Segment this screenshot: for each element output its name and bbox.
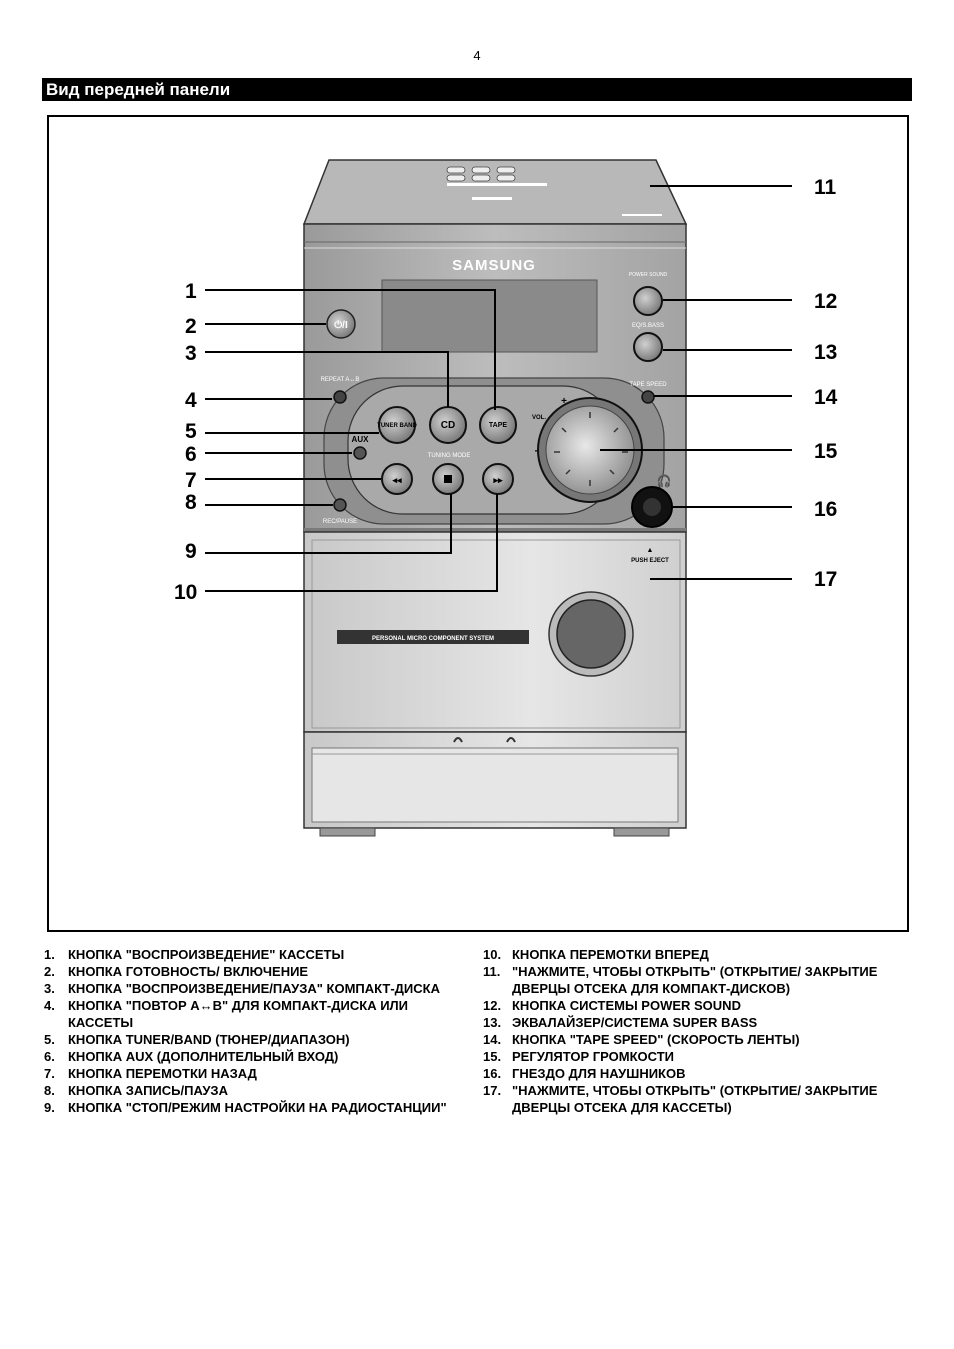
legend-item: 12.КНОПКА СИСТЕМЫ POWER SOUND [483, 998, 741, 1013]
callout-11: 11 [814, 176, 837, 199]
callout-13: 13 [814, 341, 837, 364]
stop-button[interactable] [432, 463, 464, 495]
callout-2: 2 [185, 315, 197, 338]
front-panel-diagram: SAMSUNG ⏻/I REPEAT A↔B AUX REC/PAUSE TUN… [174, 159, 838, 837]
cd-lid[interactable] [302, 159, 688, 225]
component-system-label: PERSONAL MICRO COMPONENT SYSTEM [372, 636, 494, 642]
callout-12: 12 [814, 290, 837, 313]
svg-text:CD: CD [441, 420, 455, 431]
legend-item: 17."НАЖМИТЕ, ЧТОБЫ ОТКРЫТЬ" (ОТКРЫТИЕ/ З… [483, 1083, 878, 1115]
svg-text:⏻/I: ⏻/I [334, 319, 348, 331]
tuning-mode-label: TUNING MODE [428, 453, 471, 459]
callout-14: 14 [814, 386, 838, 409]
callout-1: 1 [185, 280, 197, 303]
legend-item: 9.КНОПКА "СТОП/РЕЖИМ НАСТРОЙКИ НА РАДИОС… [44, 1100, 447, 1115]
standby-button[interactable]: ⏻/I [326, 309, 356, 339]
legend-item: 5.КНОПКА TUNER/BAND (ТЮНЕР/ДИАПАЗОН) [44, 1032, 350, 1047]
svg-text:TAPE: TAPE [489, 422, 507, 429]
legend-left: 1.КНОПКА "ВОСПРОИЗВЕДЕНИЕ" КАССЕТЫ 2.КНО… [44, 946, 464, 1116]
brand-logo: SAMSUNG [452, 257, 536, 274]
rec-pause-label: REC/PAUSE [323, 519, 357, 525]
tape-button[interactable]: TAPE [479, 406, 517, 444]
callout-7: 7 [185, 469, 197, 492]
cassette-window [556, 599, 626, 669]
legend-item: 13.ЭКВАЛАЙЗЕР/СИСТЕМА SUPER BASS [483, 1015, 758, 1030]
callout-17: 17 [814, 568, 837, 591]
rec-pause-button[interactable] [333, 498, 347, 512]
aux-label: AUX [352, 435, 370, 444]
svg-text:TUNER BAND: TUNER BAND [377, 423, 417, 429]
callout-4: 4 [185, 389, 197, 412]
headphone-icon: 🎧 [657, 474, 672, 488]
tuner-band-button[interactable]: TUNER BAND [377, 406, 417, 444]
svg-text:▲: ▲ [647, 547, 654, 554]
figure-frame: SAMSUNG ⏻/I REPEAT A↔B AUX REC/PAUSE TUN… [47, 115, 909, 932]
repeat-button[interactable] [333, 390, 347, 404]
legend-item: 7.КНОПКА ПЕРЕМОТКИ НАЗАД [44, 1066, 257, 1081]
eq-sbass-button[interactable] [633, 332, 663, 362]
callout-15: 15 [814, 440, 838, 463]
cassette-compartment[interactable]: ▲ PUSH EJECT PERSONAL MICRO COMPONENT SY… [303, 531, 687, 733]
push-eject-label: PUSH EJECT [631, 558, 669, 564]
vol-label: VOL. [532, 415, 546, 421]
legend-item: 14.КНОПКА "TAPE SPEED" (СКОРОСТЬ ЛЕНТЫ) [483, 1032, 800, 1047]
svg-text:+: + [561, 396, 567, 407]
legend-right: 10.КНОПКА ПЕРЕМОТКИ ВПЕРЕД 11."НАЖМИТЕ, … [483, 946, 923, 1116]
callout-lines [205, 185, 792, 592]
callout-9: 9 [185, 540, 197, 563]
callout-5: 5 [185, 420, 197, 443]
unit-base [303, 731, 687, 837]
callout-16: 16 [814, 498, 837, 521]
callout-8: 8 [185, 491, 197, 514]
legend-item: 8.КНОПКА ЗАПИСЬ/ПАУЗА [44, 1083, 228, 1098]
callout-3: 3 [185, 342, 197, 365]
rewind-button[interactable]: ◂◂ [381, 463, 413, 495]
callout-6: 6 [185, 443, 197, 466]
aux-button[interactable] [353, 446, 367, 460]
power-sound-label: POWER SOUND [629, 272, 668, 278]
legend-item: 2.КНОПКА ГОТОВНОСТЬ/ ВКЛЮЧЕНИЕ [44, 964, 309, 979]
legend-item: 11."НАЖМИТЕ, ЧТОБЫ ОТКРЫТЬ" (ОТКРЫТИЕ/ З… [483, 964, 878, 996]
repeat-label: REPEAT A↔B [321, 377, 360, 383]
eq-sbass-label: EQ/S.BASS [632, 323, 664, 329]
display-window [381, 279, 598, 353]
cd-button[interactable]: CD [429, 406, 467, 444]
legend-item: 16.ГНЕЗДО ДЛЯ НАУШНИКОВ [483, 1066, 686, 1081]
power-sound-button[interactable] [633, 286, 663, 316]
tape-speed-button[interactable] [641, 390, 655, 404]
svg-text:◂◂: ◂◂ [391, 475, 402, 485]
fast-forward-button[interactable]: ▸▸ [482, 463, 514, 495]
section-title: Вид передней панели [42, 78, 912, 101]
legend-item: 3.КНОПКА "ВОСПРОИЗВЕДЕНИЕ/ПАУЗА" КОМПАКТ… [44, 981, 440, 996]
callout-10: 10 [174, 581, 197, 604]
legend-item: 15.РЕГУЛЯТОР ГРОМКОСТИ [483, 1049, 674, 1064]
legend-item: 10.КНОПКА ПЕРЕМОТКИ ВПЕРЕД [483, 947, 709, 962]
tape-speed-label: TAPE SPEED [629, 382, 667, 388]
volume-knob[interactable] [537, 397, 643, 503]
page-number: 4 [473, 48, 481, 63]
legend-item: 6.КНОПКА AUX (ДОПОЛНИТЕЛЬНЫЙ ВХОД) [44, 1049, 339, 1064]
legend-item: 4.КНОПКА "ПОВТОР A↔B" ДЛЯ КОМПАКТ-ДИСКА … [44, 998, 408, 1030]
svg-text:▸▸: ▸▸ [492, 475, 503, 485]
legend-item: 1.КНОПКА "ВОСПРОИЗВЕДЕНИЕ" КАССЕТЫ [44, 947, 345, 962]
